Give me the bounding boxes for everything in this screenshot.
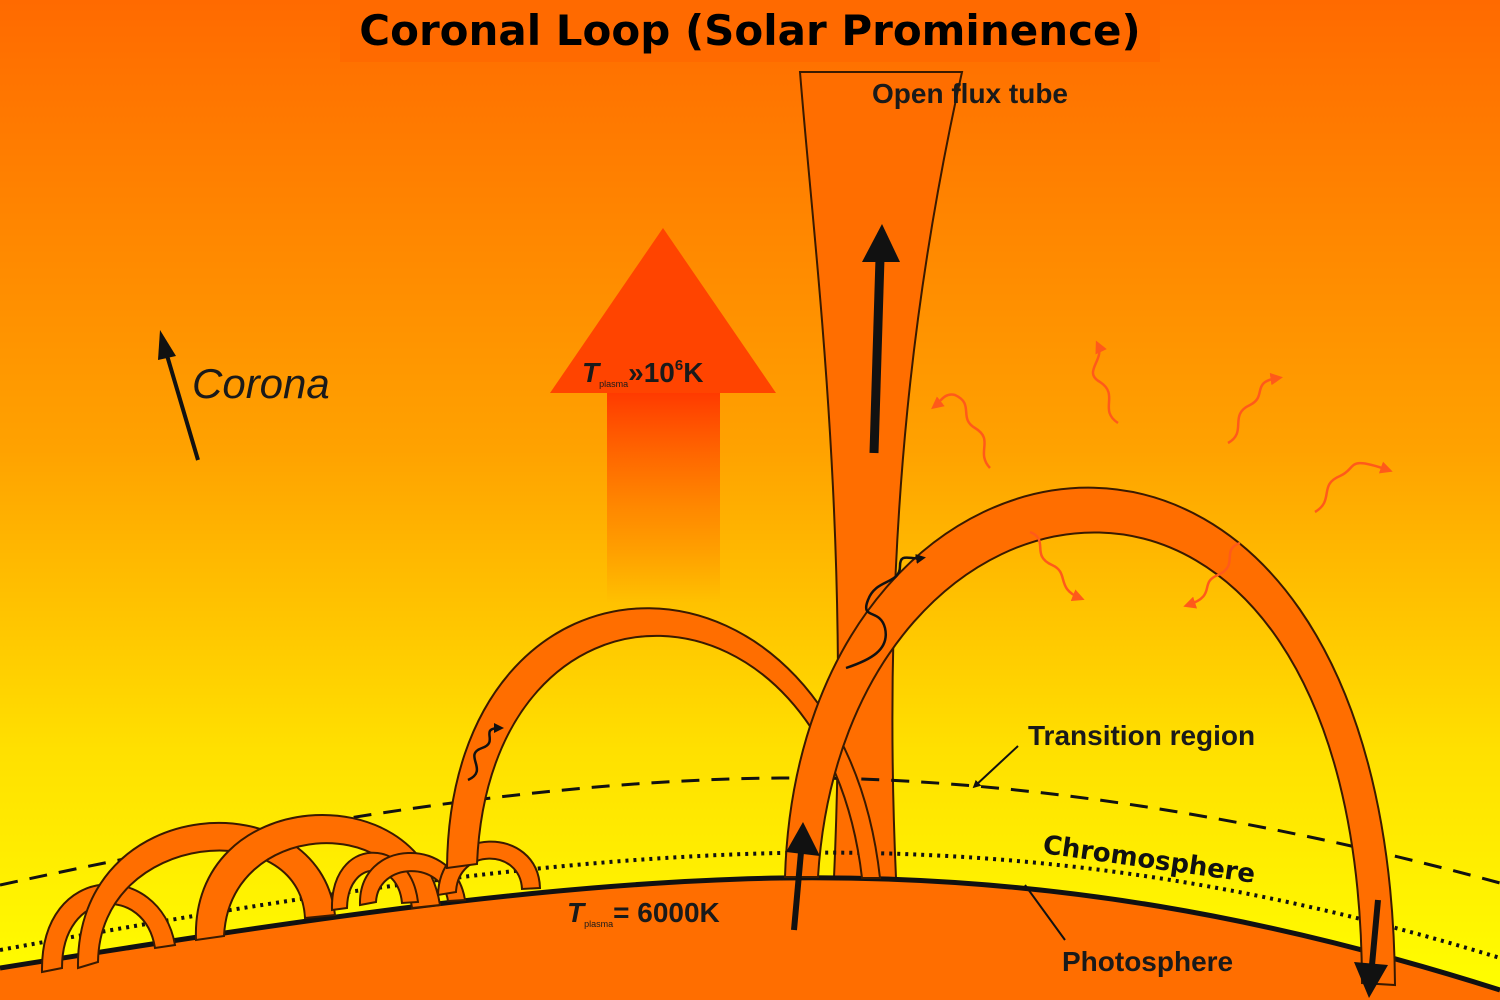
transition-region-label: Transition region bbox=[1028, 720, 1255, 751]
diagram-title: Coronal Loop (Solar Prominence) bbox=[359, 6, 1140, 55]
open-flux-tube-label: Open flux tube bbox=[872, 78, 1068, 109]
photosphere-label: Photosphere bbox=[1062, 946, 1233, 977]
corona-label: Corona bbox=[192, 360, 330, 407]
